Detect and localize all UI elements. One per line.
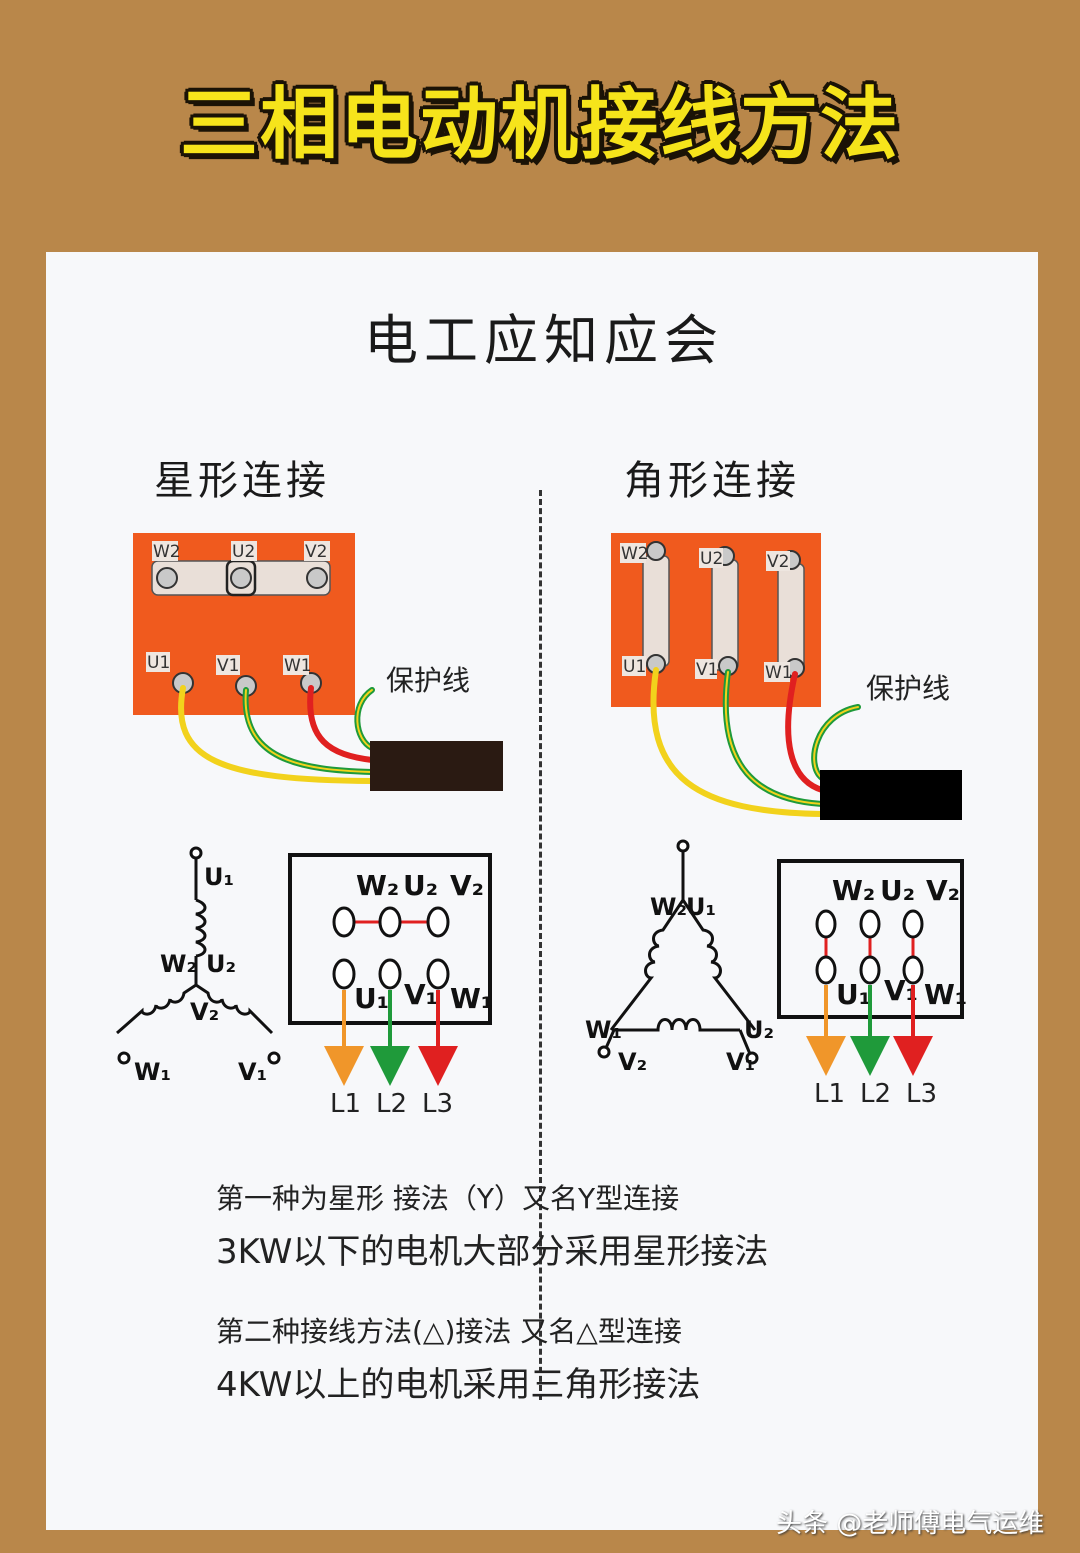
diagram-card: 电工应知应会 星形连接 角形连接 第一种为星形 接法（Y）又名Y型连接 3KW以… (46, 252, 1038, 1530)
delta-line-l2: L2 (860, 1079, 891, 1109)
subtitle: 电工应知应会 (364, 309, 724, 372)
delta-box-v2: V₂ (926, 874, 960, 907)
star-symbol-w1: W₁ (134, 1058, 171, 1086)
star-box-v2: V₂ (450, 869, 484, 902)
star-terminal-v1: V1 (217, 656, 239, 676)
star-terminal-board (133, 533, 355, 715)
delta-cable-sheath (820, 770, 962, 820)
delta-box-terminals (815, 909, 924, 985)
delta-line-arrows (806, 985, 933, 1076)
delta-box-u2: U₂ (880, 874, 915, 907)
delta-line-l1: L1 (814, 1079, 845, 1109)
delta-box-w1: W₁ (924, 978, 967, 1011)
section-divider (539, 490, 542, 1400)
star-line-l2: L2 (376, 1089, 407, 1119)
star-symbol-u1: U₁ (204, 863, 234, 891)
delta-symbol-v1: V₁ (726, 1048, 755, 1076)
delta-ground-label: 保护线 (866, 672, 950, 705)
star-terminal-v2: V2 (305, 542, 327, 562)
description-line-3: 第二种接线方法(△)接法 又名△型连接 (216, 1315, 682, 1348)
delta-terminal-u1: U1 (623, 657, 646, 677)
star-wires (178, 685, 375, 784)
delta-box-w2: W₂ (832, 874, 875, 907)
star-line-l3: L3 (422, 1089, 453, 1119)
delta-connection-heading: 角形连接 (624, 458, 800, 504)
description-line-1: 第一种为星形 接法（Y）又名Y型连接 (216, 1182, 680, 1215)
delta-line-l3: L3 (906, 1079, 937, 1109)
delta-terminal-w2: W2 (621, 544, 649, 564)
star-symbol-v2: V₂ (190, 998, 219, 1026)
star-line-arrows (324, 990, 458, 1086)
delta-box-links (824, 936, 915, 958)
delta-box-u1: U₁ (836, 978, 871, 1011)
star-terminal-w1: W1 (284, 656, 312, 676)
description-line-4: 4KW以上的电机采用三角形接法 (216, 1365, 701, 1405)
delta-symbol-u1: U₁ (686, 893, 716, 921)
star-symbol-u2: U₂ (206, 950, 236, 978)
star-winding-symbol (116, 846, 281, 1065)
page-title: 三相电动机接线方法 (179, 80, 900, 170)
star-box-u1: U₁ (354, 982, 389, 1015)
star-ground-label: 保护线 (386, 664, 470, 697)
delta-terminal-u2: U2 (700, 549, 723, 569)
delta-terminal-v1: V1 (696, 660, 718, 680)
delta-symbol-u2: U₂ (744, 1016, 774, 1044)
delta-winding-symbol (597, 839, 759, 1065)
delta-symbol-v2: V₂ (618, 1048, 647, 1076)
star-terminal-u2: U2 (232, 542, 255, 562)
watermark: 头条 @老师傅电气运维 (776, 1509, 1045, 1539)
delta-symbol-w1: W₁ (585, 1016, 622, 1044)
star-terminal-w2: W2 (153, 542, 181, 562)
star-connection-heading: 星形连接 (154, 458, 330, 504)
star-symbol-w2: W₂ (160, 950, 197, 978)
star-box-u2: U₂ (403, 869, 438, 902)
star-box-w1: W₁ (450, 982, 493, 1015)
delta-terminal-w1: W1 (765, 663, 793, 683)
star-box-terminals (332, 906, 450, 990)
description-line-2: 3KW以下的电机大部分采用星形接法 (216, 1232, 769, 1272)
delta-terminal-v2: V2 (767, 552, 789, 572)
delta-symbol-w2: W₂ (650, 893, 687, 921)
star-symbol-v1: V₁ (238, 1058, 267, 1086)
star-cable-sheath (370, 741, 503, 791)
delta-wires (650, 667, 861, 817)
star-terminal-u1: U1 (147, 653, 170, 673)
star-line-l1: L1 (330, 1089, 361, 1119)
star-box-w2: W₂ (356, 869, 399, 902)
